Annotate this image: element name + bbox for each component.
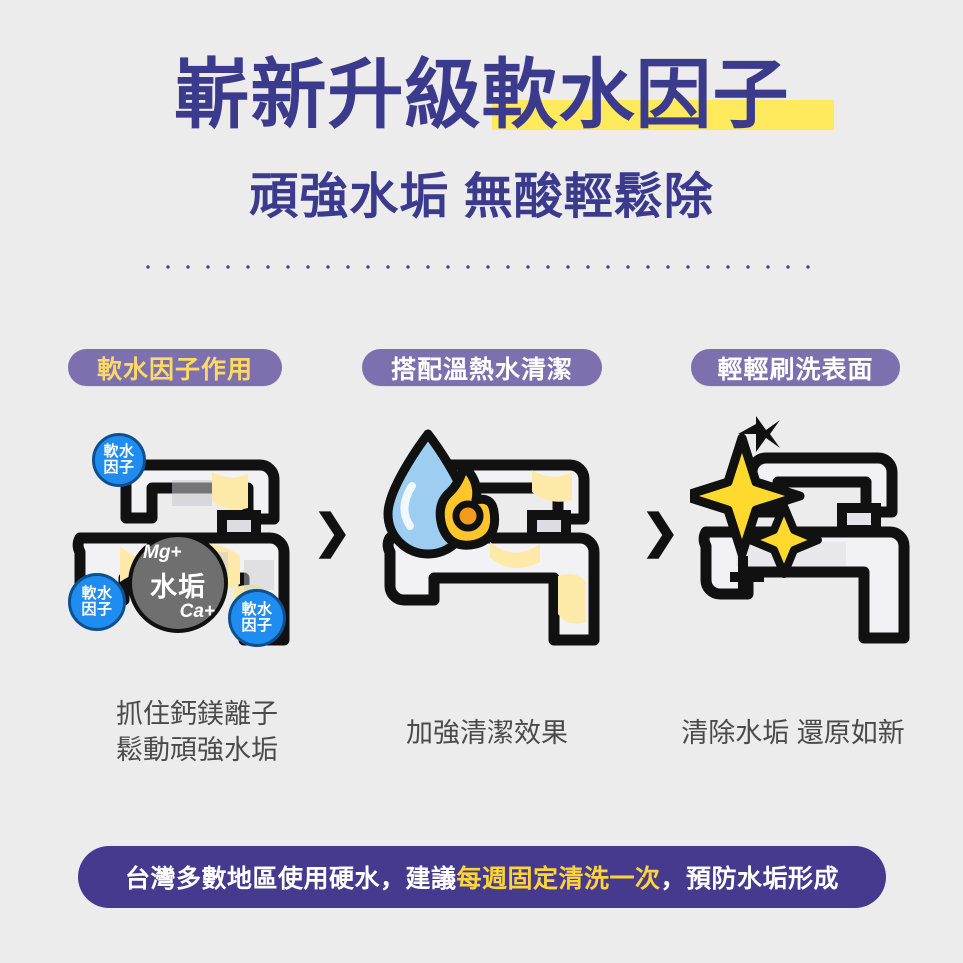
softener-badge-2: 軟水 因子 — [68, 573, 126, 631]
dotted-divider — [138, 264, 826, 270]
illustration-step-3 — [690, 410, 940, 670]
softener-badge-line2: 因子 — [241, 617, 273, 634]
step-pill-3: 輕輕刷洗表面 — [691, 349, 900, 386]
step-caption-3-line1: 清除水垢 還原如新 — [681, 718, 905, 748]
step-pill-1: 軟水因子作用 — [68, 349, 282, 386]
title-highlight-bar — [491, 100, 834, 130]
title-block: 嶄新升級軟水因子 — [0, 54, 963, 138]
footer-text-after: ，預防水垢形成 — [660, 865, 840, 893]
faucet-hot-water-icon — [382, 429, 600, 646]
step-caption-1: 抓住鈣鎂離子 鬆動頑強水垢 — [62, 696, 332, 768]
softener-badge-3: 軟水 因子 — [228, 589, 286, 647]
ca-ion-label: Ca+ — [179, 601, 215, 622]
illustration-step-2 — [372, 410, 632, 670]
step-caption-1-line2: 鬆動頑強水垢 — [116, 735, 278, 765]
footer-text-accent: 每週固定清洗一次 — [456, 865, 661, 893]
limescale-label: 水垢 — [150, 572, 206, 602]
step-arrow-1: ❯ — [313, 505, 352, 557]
step-pill-2: 搭配溫熱水清潔 — [362, 349, 602, 386]
mg-ion-label: Mg+ — [143, 542, 182, 563]
step-caption-2: 加強清潔效果 — [362, 715, 612, 751]
softener-badge-1: 軟水 因子 — [92, 433, 146, 487]
step-caption-1-line1: 抓住鈣鎂離子 — [116, 699, 278, 729]
footer-banner: 台灣多數地區使用硬水，建議 每週固定清洗一次 ，預防水垢形成 — [78, 846, 886, 908]
step-caption-3: 清除水垢 還原如新 — [648, 715, 938, 751]
page-title: 嶄新升級軟水因子 — [173, 53, 834, 138]
page-title-text: 嶄新升級軟水因子 — [173, 53, 790, 138]
softener-badge-line1: 軟水 — [103, 443, 135, 460]
faucet-clean-sparkle-icon — [690, 416, 910, 644]
softener-badge-line2: 因子 — [103, 459, 135, 476]
step-arrow-2: ❯ — [641, 505, 680, 557]
step-caption-2-line1: 加強清潔效果 — [406, 718, 568, 748]
limescale-ball: Mg+ 水垢 Ca+ — [128, 533, 228, 633]
softener-badge-line2: 因子 — [81, 601, 113, 618]
softener-badge-line1: 軟水 — [241, 601, 273, 618]
page-subtitle: 頑強水垢 無酸輕鬆除 — [249, 170, 714, 224]
softener-badge-line1: 軟水 — [81, 585, 113, 602]
footer-text-before: 台灣多數地區使用硬水，建議 — [124, 865, 457, 893]
